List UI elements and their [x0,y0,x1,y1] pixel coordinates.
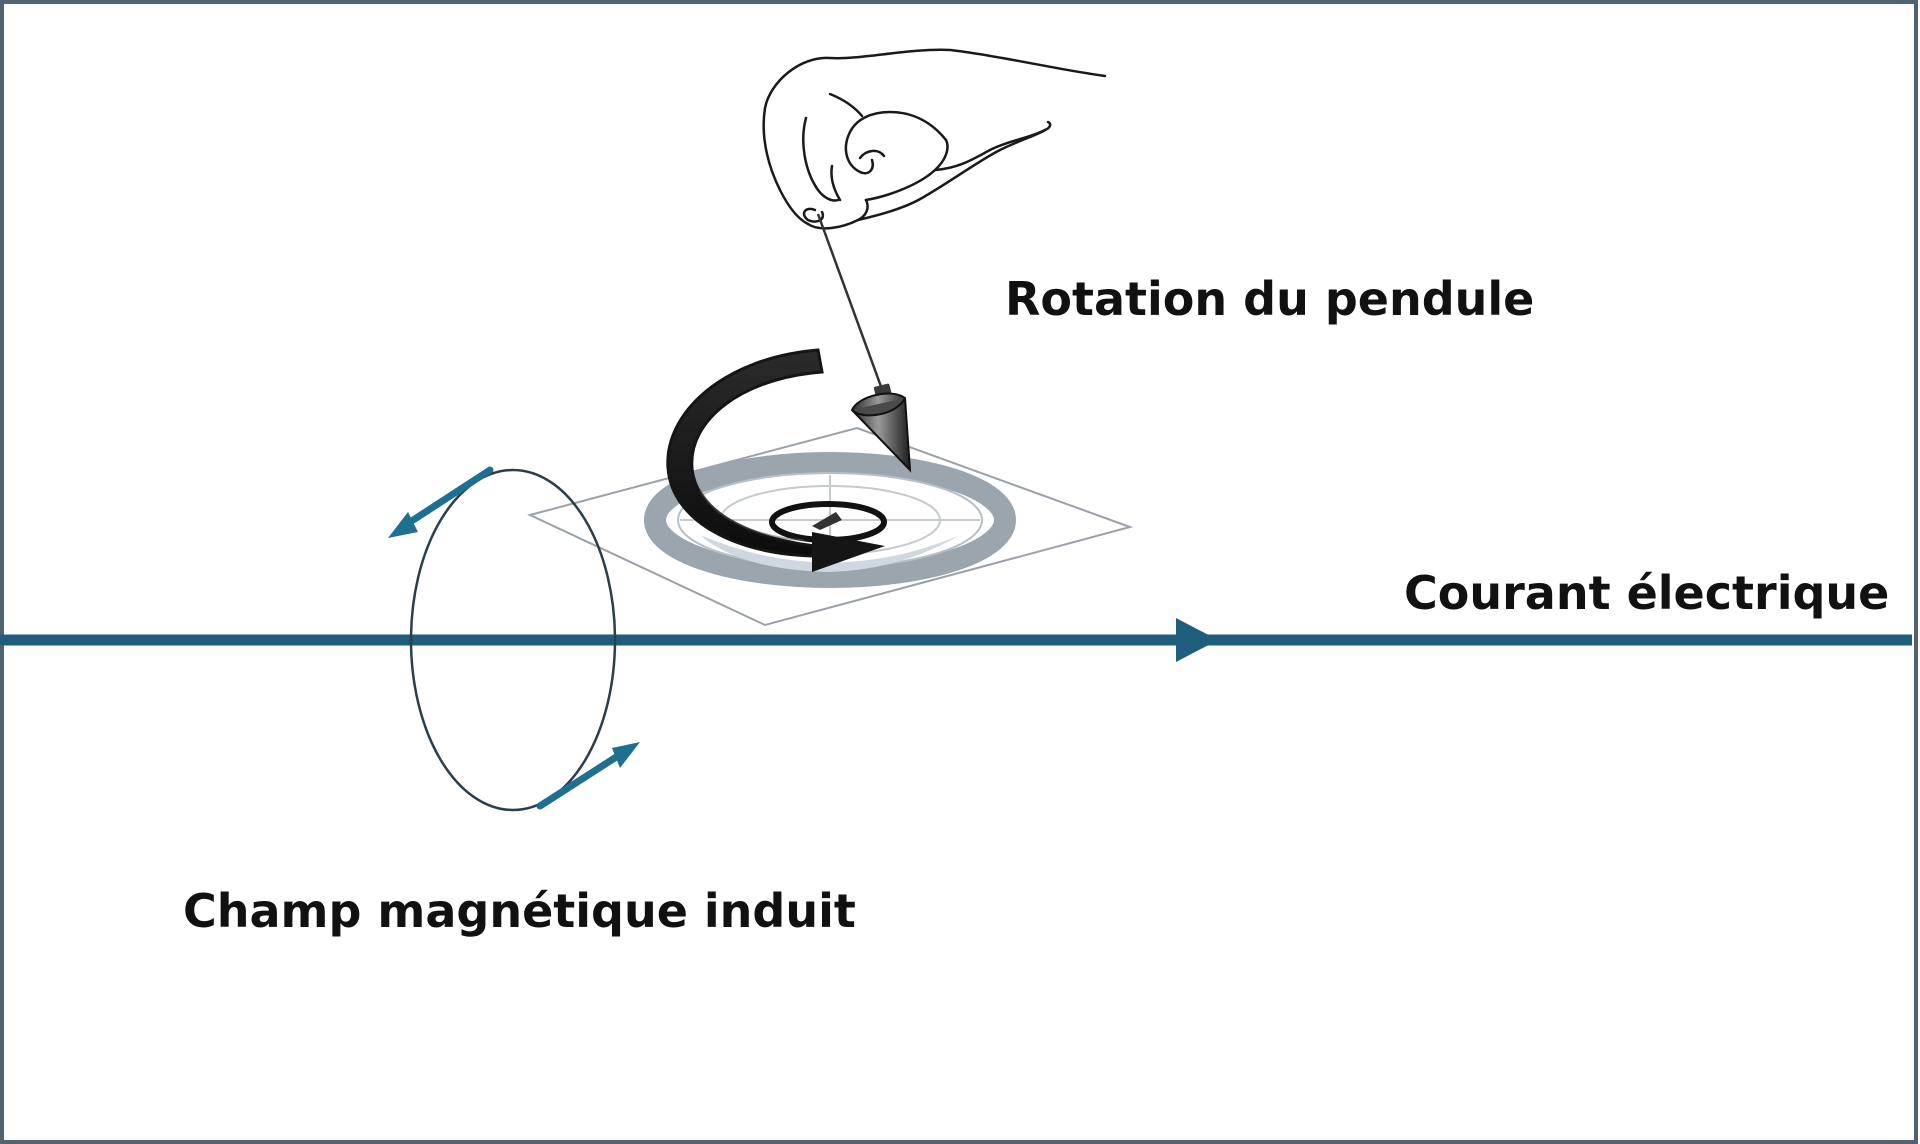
electric-current-line [0,618,1912,662]
induced-magnetic-field-label: Champ magnétique induit [183,884,856,938]
rotation-arrow-icon [666,348,885,572]
magnetic-field-loop [388,466,640,812]
pendulum-bob-icon [850,383,912,473]
pendulum-rotation-label: Rotation du pendule [1005,272,1535,326]
hand-icon [762,48,1107,230]
target-sheet-icon [527,426,1134,627]
electric-current-label: Courant électrique [1404,566,1890,620]
pendulum-string [816,213,885,393]
